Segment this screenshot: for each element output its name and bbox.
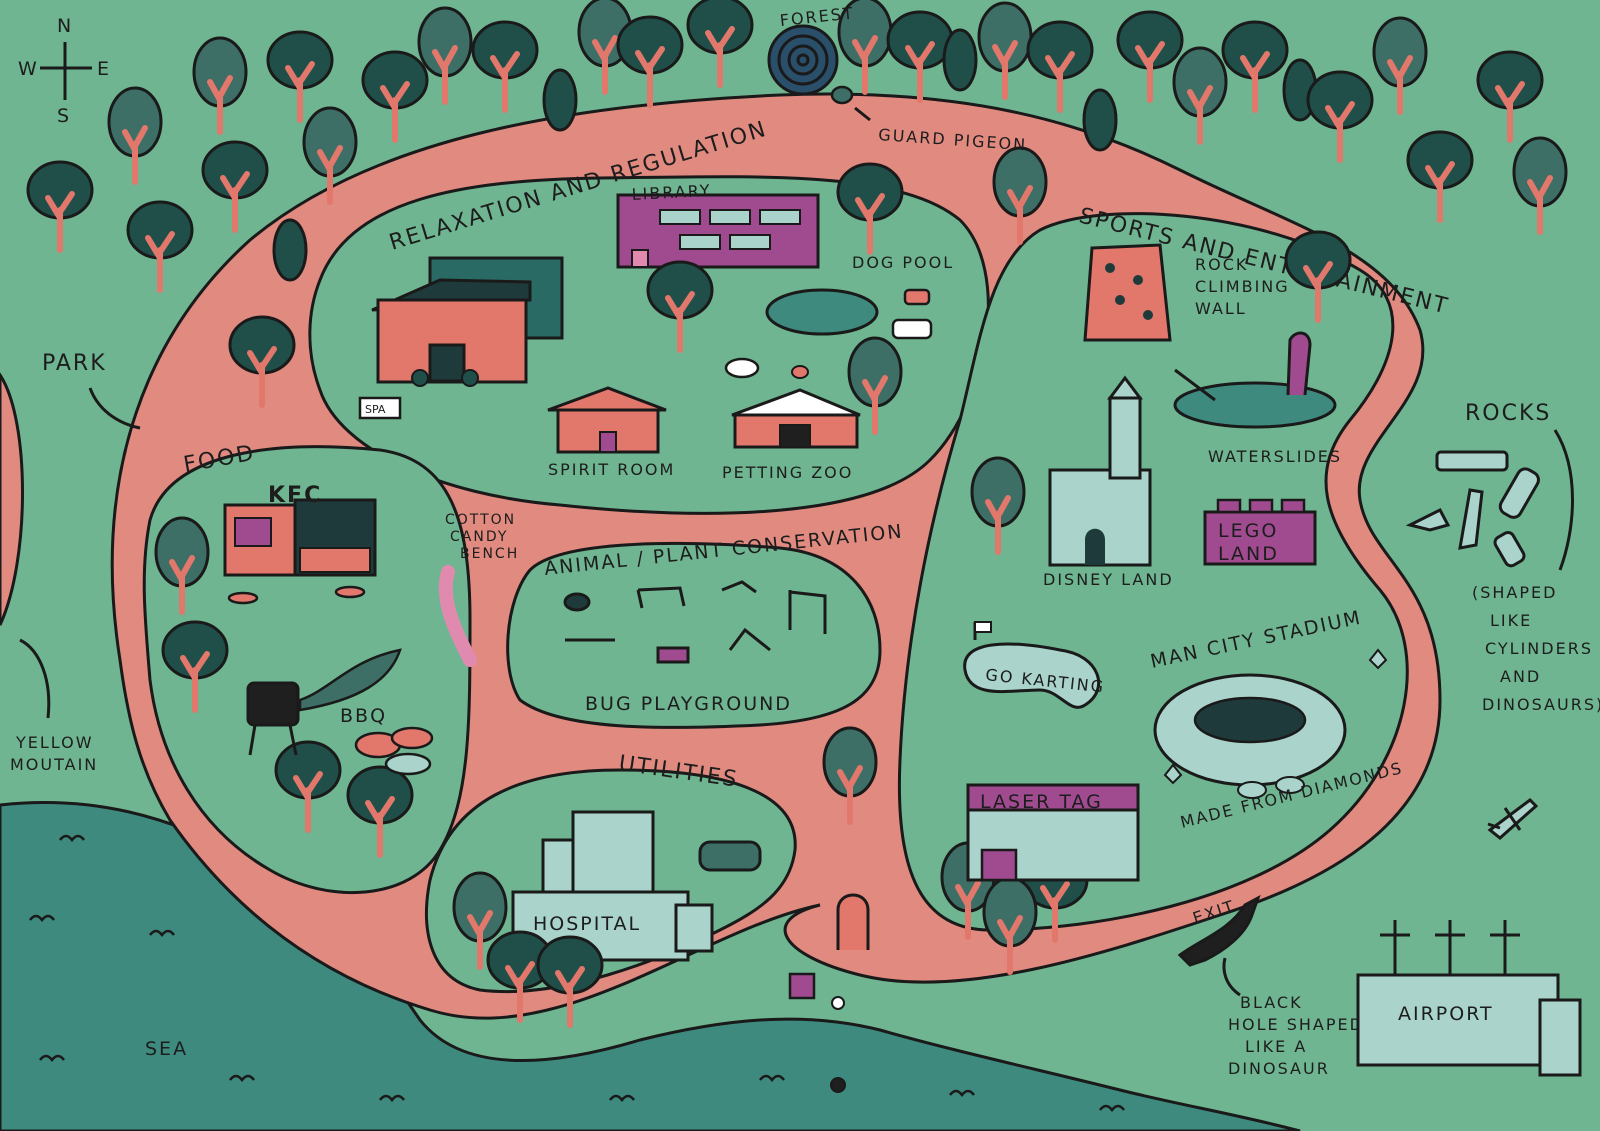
compass: N S E W: [18, 15, 111, 127]
yellow-mountain: [0, 372, 24, 626]
picnic-tables: [227, 585, 366, 605]
rocks-arrow: [1553, 429, 1574, 571]
compass-west: W: [18, 58, 39, 80]
hospital-label: HOSPITAL: [533, 913, 641, 935]
spa-building: [358, 256, 564, 420]
playground-equipment: [563, 580, 827, 664]
spirit-room-label: SPIRIT ROOM: [548, 460, 675, 479]
lego-land-line-2: LAND: [1218, 543, 1279, 565]
rock-climbing-line-2: CLIMBING: [1195, 277, 1290, 296]
disney-castle: [1048, 375, 1152, 567]
pigeon-icon: [830, 85, 854, 105]
rock-climbing-line-3: WALL: [1195, 299, 1247, 318]
waterslides-label: WATERSLIDES: [1208, 447, 1342, 466]
laser-tag-label: LASER TAG: [980, 791, 1103, 813]
lego-land-line-1: LEGO: [1218, 520, 1278, 542]
compass-east: E: [97, 58, 111, 80]
yellow-mountain-line-1: YELLOW: [15, 733, 94, 752]
lego-land-block: [1203, 498, 1317, 566]
airplane-icon: [1487, 798, 1539, 840]
rocks-note-line-4: AND: [1500, 667, 1541, 686]
yellow-mountain-line-2: MOUTAIN: [10, 755, 98, 774]
entrance-gate: [788, 893, 870, 1010]
stadium: [1153, 648, 1388, 799]
conservation-island: [506, 541, 882, 729]
park-arrow: [88, 387, 141, 430]
rocks-note-line-1: (SHAPED: [1472, 583, 1557, 602]
cotton-candy-line-1: COTTON: [445, 512, 516, 528]
library-label: LIBRARY: [631, 181, 712, 204]
rock-climbing-wall: [1083, 243, 1172, 342]
black-hole-arrow: [1222, 957, 1241, 997]
library-building: [616, 193, 820, 269]
bbq-grill: [246, 648, 434, 776]
rocks-note-line-3: CYLINDERS: [1485, 639, 1593, 658]
airport-label: AIRPORT: [1398, 1003, 1494, 1025]
yellow-mountain-arrow: [19, 638, 51, 719]
cotton-candy-line-2: CANDY: [450, 529, 508, 545]
rock-shapes: [1405, 450, 1540, 568]
black-hole-dinosaur: [1177, 894, 1261, 967]
go-karting-track: [963, 621, 1101, 709]
black-hole-line-2: HOLE SHAPED: [1228, 1015, 1364, 1034]
kfc-building: [223, 498, 377, 577]
swimmer-icon: [830, 1077, 846, 1093]
park-label: PARK: [42, 351, 107, 376]
forest-spiral: [767, 24, 839, 96]
bug-playground-label: BUG PLAYGROUND: [585, 693, 792, 715]
ambulance-icon: [698, 840, 762, 872]
rock-climbing-line-1: ROCK: [1195, 255, 1248, 274]
dog-pool: [765, 288, 879, 336]
cow-icon: [891, 318, 933, 340]
petting-zoo-barn: [724, 357, 861, 449]
cotton-candy-bench: [438, 565, 477, 667]
cotton-candy-line-3: BENCH: [460, 546, 519, 562]
kfc-label: KFC: [268, 483, 322, 508]
sea-waves: [29, 834, 1125, 1113]
rocks-note-line-5: DINOSAURS): [1482, 695, 1600, 714]
pigeon-arrow: [854, 106, 871, 122]
compass-south: S: [57, 105, 71, 127]
black-hole-line-3: LIKE A: [1245, 1037, 1307, 1056]
disney-land-label: DISNEY LAND: [1043, 570, 1174, 589]
laser-tag-building: [966, 783, 1140, 882]
black-hole-line-1: BLACK: [1240, 993, 1303, 1012]
hospital-building: [511, 810, 714, 962]
airport-building: [1356, 920, 1582, 1077]
spa-label: SPA: [365, 403, 386, 416]
spirit-room-building: [547, 386, 667, 454]
bbq-label: BBQ: [340, 705, 387, 727]
waterslides: [1173, 331, 1337, 429]
dog-icon: [903, 288, 931, 306]
rocks-note-line-2: LIKE: [1490, 611, 1532, 630]
compass-north: N: [57, 15, 73, 37]
dog-pool-label: DOG POOL: [852, 253, 954, 272]
sea-label: SEA: [145, 1038, 188, 1060]
petting-zoo-label: PETTING ZOO: [722, 463, 853, 482]
rocks-label: ROCKS: [1465, 401, 1551, 426]
black-hole-line-4: DINOSAUR: [1228, 1059, 1330, 1078]
